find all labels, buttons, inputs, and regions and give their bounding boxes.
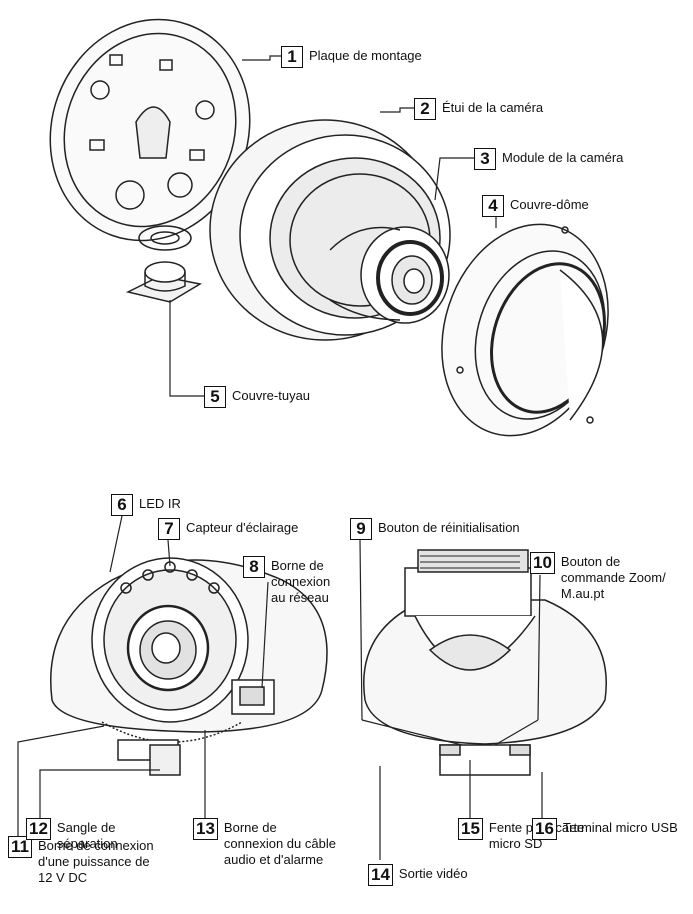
- callout-6: 6 LED IR: [111, 494, 181, 516]
- callout-number: 9: [350, 518, 372, 540]
- callout-10: 10 Bouton de commande Zoom/ M.au.pt: [530, 552, 666, 602]
- callout-13: 13 Borne de connexion du câble audio et …: [193, 818, 336, 868]
- callout-label: Capteur d'éclairage: [186, 520, 299, 535]
- callout-label: Terminal micro USB: [562, 820, 678, 835]
- callout-label: Étui de la caméra: [442, 100, 544, 115]
- callout-label: LED IR: [139, 496, 181, 511]
- callout-label: Borne de connexion du câble audio et d'a…: [223, 820, 336, 867]
- callout-16: 16 Terminal micro USB: [532, 818, 678, 840]
- callout-number: 4: [482, 195, 504, 217]
- callout-number: 5: [204, 386, 226, 408]
- callout-number: 1: [281, 46, 303, 68]
- back-view-drawing: [363, 549, 607, 776]
- callout-number: 10: [530, 552, 555, 574]
- callout-label: Bouton de réinitialisation: [378, 520, 520, 535]
- callout-label: Couvre-tuyau: [232, 388, 311, 403]
- callout-number: 11: [8, 836, 32, 858]
- callout-label: Borne de connexion d'une puissance de 12…: [37, 838, 154, 885]
- pipe-cover-drawing: [125, 261, 203, 303]
- leader-lines: [17, 55, 543, 860]
- callout-number: 6: [111, 494, 133, 516]
- callout-number: 7: [158, 518, 180, 540]
- callout-2: 2 Étui de la caméra: [414, 98, 543, 120]
- callout-label: Bouton de commande Zoom/ M.au.pt: [560, 554, 666, 601]
- front-view-drawing: [50, 557, 328, 776]
- callout-3: 3 Module de la caméra: [474, 148, 623, 170]
- callout-8: 8 Borne de connexion au réseau: [243, 556, 330, 606]
- callout-12: 12 Sangle de séparation: [26, 818, 118, 852]
- callout-number: 15: [458, 818, 483, 840]
- dome-cover-drawing: [441, 223, 609, 437]
- callout-7: 7 Capteur d'éclairage: [158, 518, 298, 540]
- callout-label: Sangle de séparation: [56, 820, 118, 851]
- callout-label: Couvre-dôme: [510, 197, 589, 212]
- mounting-plate-drawing: [49, 18, 251, 251]
- callout-label: Module de la caméra: [502, 150, 624, 165]
- callout-4: 4 Couvre-dôme: [482, 195, 589, 217]
- callout-number: 2: [414, 98, 436, 120]
- callout-number: 13: [193, 818, 218, 840]
- callout-label: Plaque de montage: [309, 48, 422, 63]
- callout-number: 12: [26, 818, 51, 840]
- callout-5: 5 Couvre-tuyau: [204, 386, 310, 408]
- callout-number: 8: [243, 556, 265, 578]
- callout-11: 11 Borne de connexion d'une puissance de…: [8, 836, 154, 886]
- callout-number: 16: [532, 818, 557, 840]
- callout-number: 14: [368, 864, 393, 886]
- callout-9: 9 Bouton de réinitialisation: [350, 518, 520, 540]
- callout-label: Sortie vidéo: [398, 866, 468, 881]
- callout-number: 3: [474, 148, 496, 170]
- callout-14: 14 Sortie vidéo: [368, 864, 468, 886]
- callout-1: 1 Plaque de montage: [281, 46, 422, 68]
- camera-module-drawing: [329, 226, 450, 324]
- callout-label: Borne de connexion au réseau: [271, 558, 331, 605]
